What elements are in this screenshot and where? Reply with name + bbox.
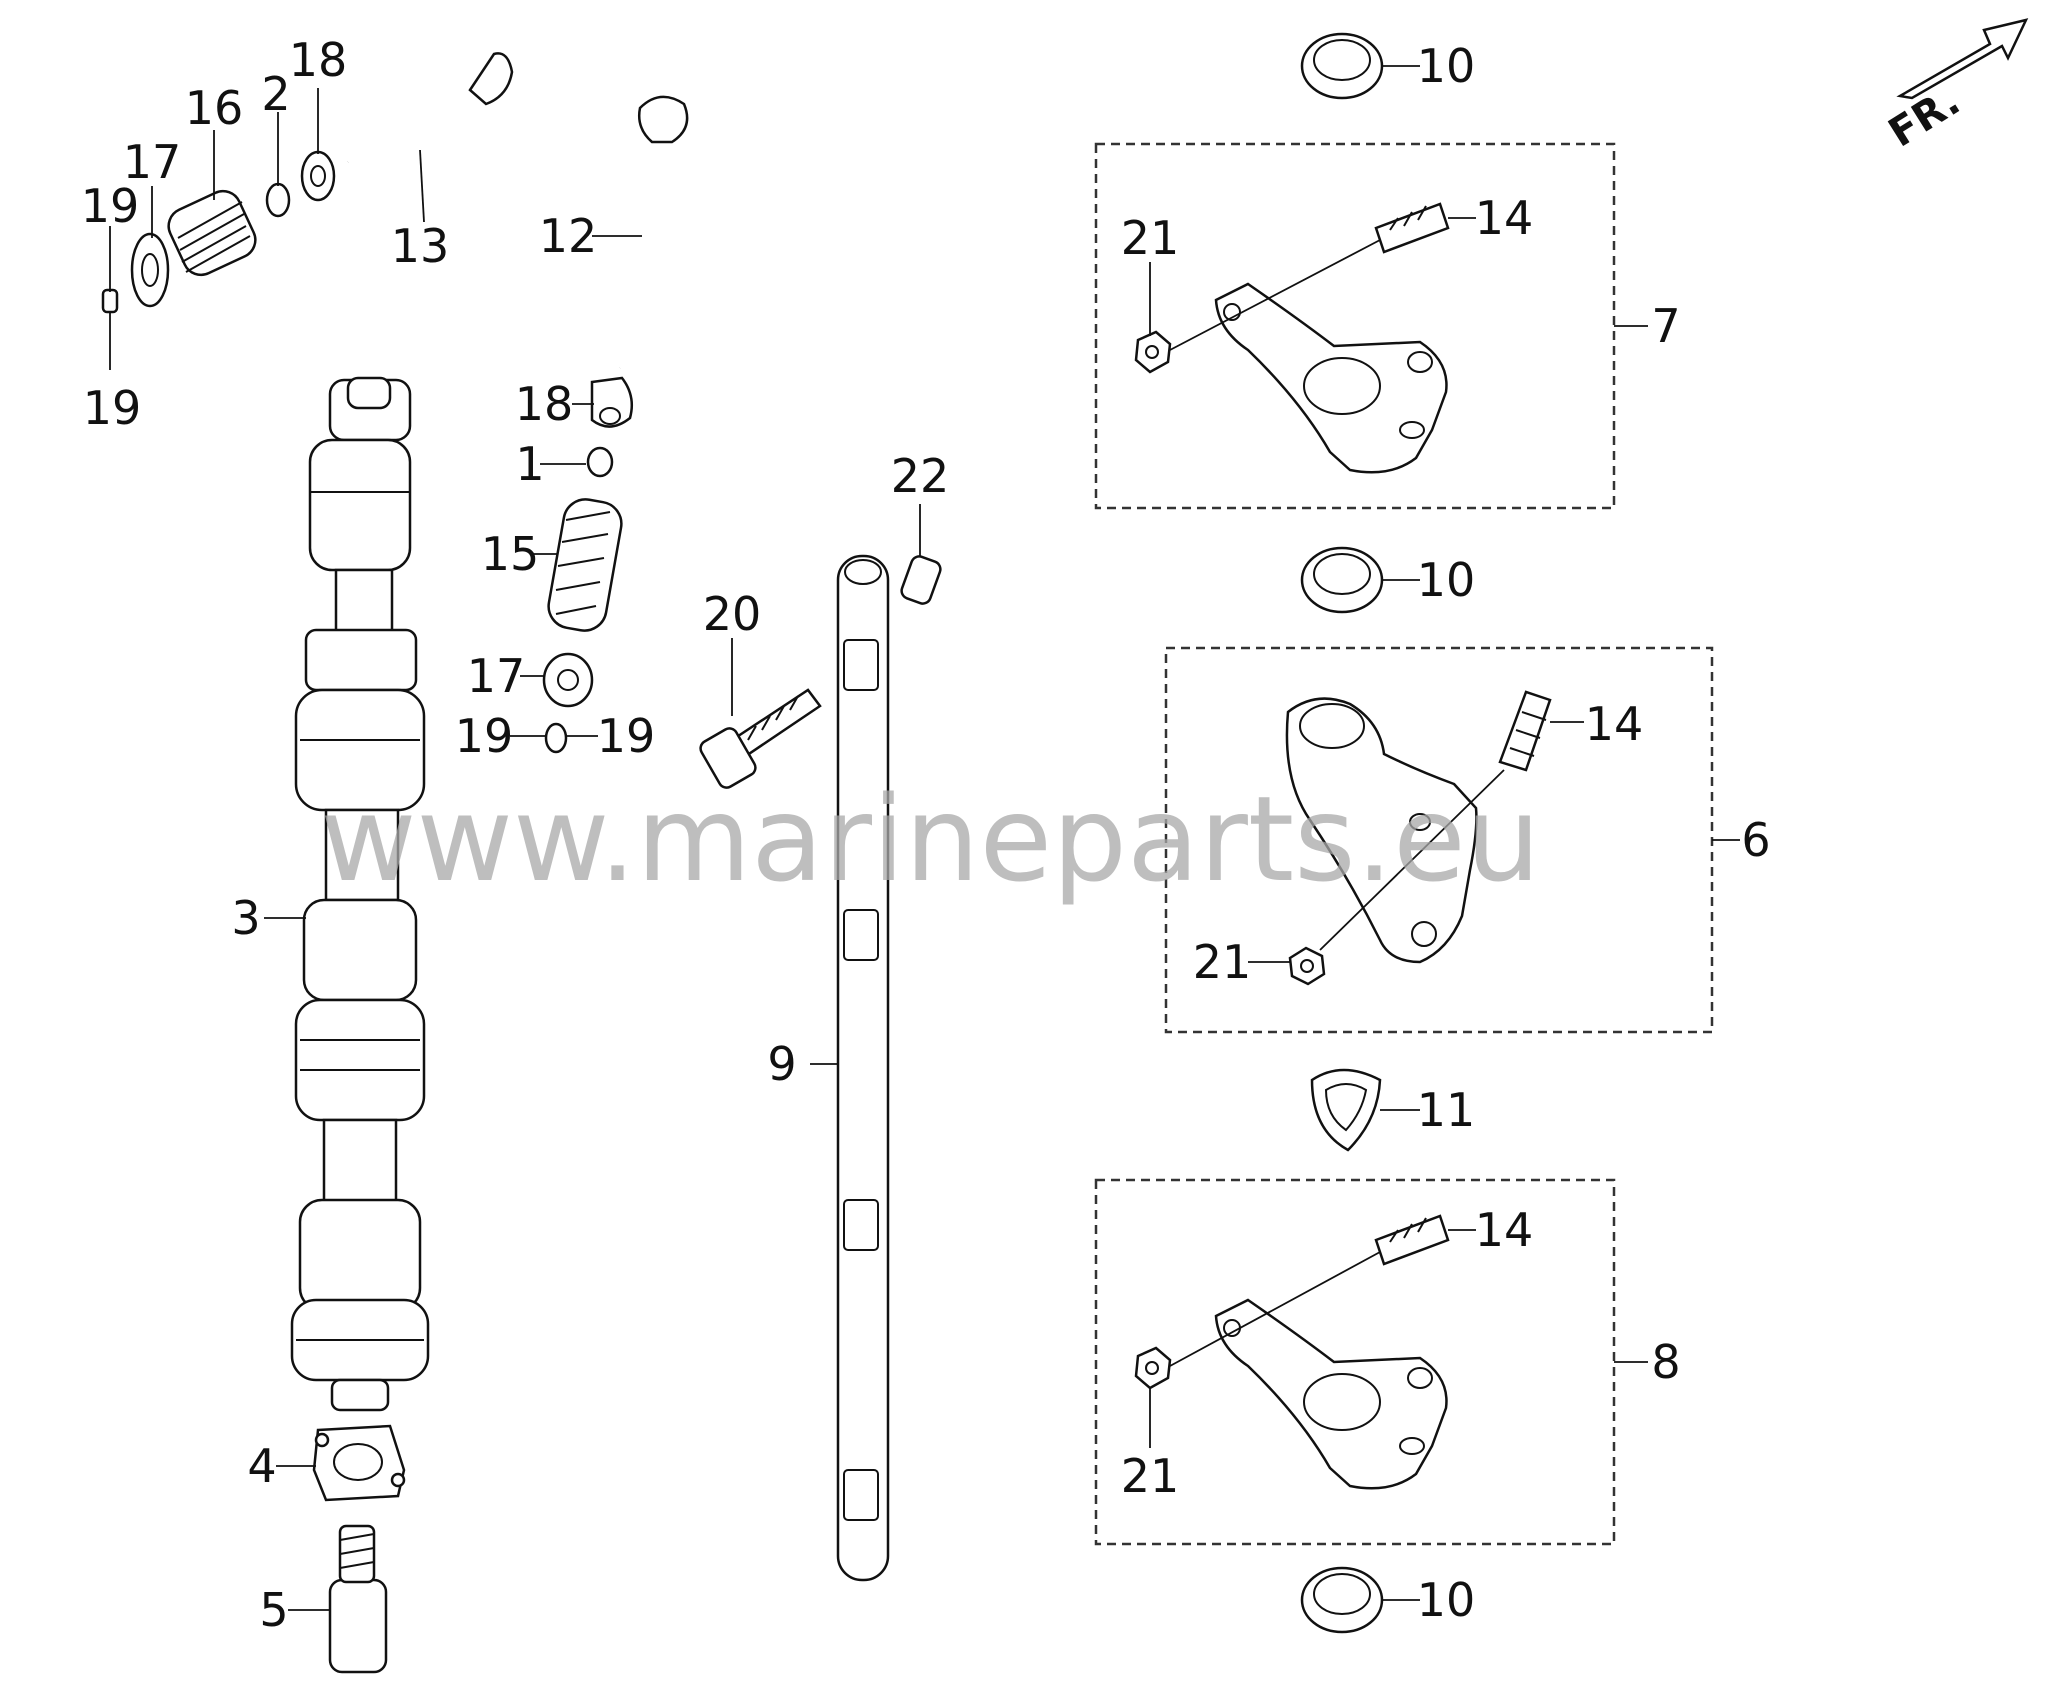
keeper-19 (101, 288, 119, 314)
callout-14: 14 (1475, 191, 1534, 245)
callout-6: 6 (1741, 813, 1770, 867)
group-box-8 (1094, 1178, 1616, 1546)
washer-11 (1310, 1068, 1382, 1152)
callout-14: 14 (1475, 1203, 1534, 1257)
keeper-19-lower (544, 722, 568, 754)
callout-14: 14 (1585, 697, 1644, 751)
callout-4: 4 (247, 1439, 276, 1493)
callout-17: 17 (467, 649, 526, 703)
cotter-1 (586, 446, 614, 478)
adjust-screw-14c (1374, 1214, 1450, 1266)
front-direction-arrow: FR. (1881, 18, 2029, 156)
cotter-2 (265, 182, 291, 218)
callout-12: 12 (539, 209, 598, 263)
spring-16 (167, 189, 257, 277)
callout-21: 21 (1193, 935, 1252, 989)
washer-10-top (1300, 32, 1384, 100)
plug-5 (328, 1524, 388, 1674)
callout-5: 5 (259, 1583, 288, 1637)
callout-19: 19 (81, 179, 140, 233)
pin-22 (900, 555, 942, 605)
callout-19: 19 (597, 709, 656, 763)
valve-13 (346, 52, 514, 165)
rocker-arm-6 (1285, 697, 1478, 964)
nut-21c (1134, 1346, 1172, 1390)
spring-15 (547, 498, 623, 632)
callout-1: 1 (515, 437, 544, 491)
callout-7: 7 (1651, 299, 1680, 353)
callout-18: 18 (515, 377, 574, 431)
bolt-20 (699, 688, 822, 789)
callout-16: 16 (185, 81, 244, 135)
callout-10: 10 (1417, 1573, 1476, 1627)
nut-21b (1288, 946, 1326, 986)
callout-9: 9 (767, 1037, 796, 1091)
washer-10-bottom (1300, 1566, 1384, 1634)
valve-group-lower (542, 95, 689, 754)
leader-lines (109, 65, 1740, 1611)
callout-22: 22 (891, 449, 950, 503)
nut-21a (1134, 330, 1172, 374)
callout-8: 8 (1651, 1335, 1680, 1389)
callout-21: 21 (1121, 211, 1180, 265)
callout-19: 19 (455, 709, 514, 763)
group-box-7 (1094, 142, 1616, 510)
callout-3: 3 (231, 891, 260, 945)
camshaft-3 (290, 376, 430, 1412)
stem-seal-18 (300, 150, 336, 202)
callout-18: 18 (289, 33, 348, 87)
callout-10: 10 (1417, 39, 1476, 93)
holder-4 (312, 1424, 406, 1502)
adjust-screw-14b (1498, 690, 1552, 772)
retainer-17 (130, 232, 170, 308)
callout-19: 19 (83, 381, 142, 435)
rocker-shaft-9 (836, 554, 890, 1582)
washer-10-middle (1300, 546, 1384, 614)
callout-11: 11 (1417, 1083, 1476, 1137)
retainer-17-lower (542, 652, 594, 708)
rocker-arm-7 (1214, 282, 1448, 474)
adjust-screw-14a (1374, 202, 1450, 254)
watermark-text: www.marineparts.eu (320, 770, 1541, 908)
fr-label: FR. (1881, 78, 1968, 156)
callout-21: 21 (1121, 1449, 1180, 1503)
callout-13: 13 (391, 219, 450, 273)
callout-10: 10 (1417, 553, 1476, 607)
valve-12 (617, 95, 689, 369)
stem-seal-18-lower (590, 376, 633, 428)
callout-15: 15 (481, 527, 540, 581)
callout-2: 2 (261, 67, 290, 121)
callout-numbers: 19 17 16 2 18 13 19 12 18 1 15 17 19 19 … (81, 33, 1771, 1637)
callout-20: 20 (703, 587, 762, 641)
callout-17: 17 (123, 135, 182, 189)
rocker-arm-8 (1214, 1298, 1448, 1490)
